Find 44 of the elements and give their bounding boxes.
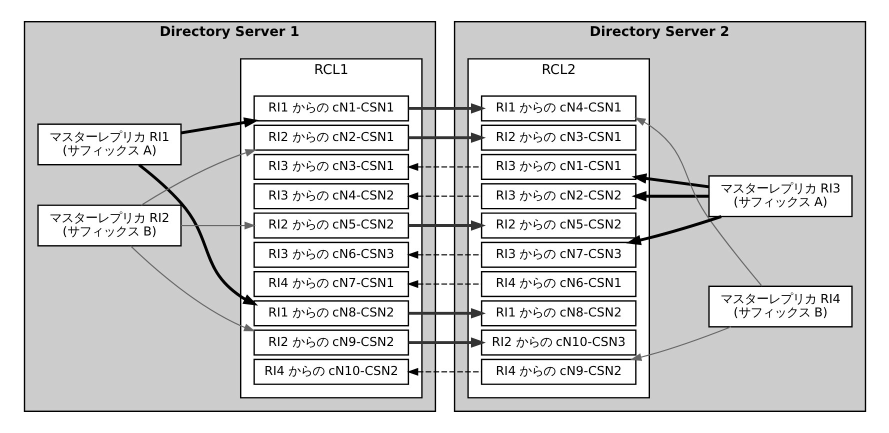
arrow (408, 308, 486, 319)
arrow (406, 192, 481, 200)
node-box: RI2 からの cN3-CSN1 (480, 124, 636, 151)
arrow (180, 222, 256, 230)
arrow (626, 215, 722, 246)
arrow (130, 246, 255, 332)
node-box: RI3 からの cN7-CSN3 (480, 242, 636, 268)
node-box: RI1 からの cN4-CSN1 (480, 95, 636, 122)
node-box: RI1 からの cN8-CSN2 (480, 300, 636, 326)
arrow (408, 132, 486, 143)
node-box: RI3 からの cN4-CSN2 (253, 183, 409, 210)
arrow (406, 163, 481, 171)
node-box: マスターレプリカ RI3 (サフィックス A) (708, 175, 852, 218)
arrow (140, 149, 256, 206)
node-box: RI2 からの cN2-CSN1 (253, 124, 409, 151)
arrow (408, 220, 486, 231)
arrow (138, 164, 258, 306)
arrow (406, 280, 481, 288)
node-box: RI2 からの cN10-CSN3 (480, 330, 636, 356)
node-box: RI3 からの cN6-CSN3 (253, 242, 409, 268)
node-box: マスターレプリカ RI4 (サフィックス B) (708, 286, 852, 328)
node-box: RI4 からの cN10-CSN2 (253, 358, 409, 385)
arrow (406, 368, 481, 376)
node-box: マスターレプリカ RI2 (サフィックス B) (36, 204, 182, 246)
node-box: RI1 からの cN1-CSN1 (253, 95, 409, 122)
arrow (406, 250, 481, 259)
node-box: RI3 からの cN3-CSN1 (253, 154, 409, 180)
node-box: マスターレプリカ RI1 (サフィックス A) (36, 124, 182, 166)
node-box: RI2 からの cN9-CSN2 (253, 330, 409, 356)
node-box: RI4 からの cN6-CSN1 (480, 271, 636, 298)
arrow (408, 103, 486, 114)
arrow (408, 337, 486, 348)
node-box: RI3 からの cN2-CSN2 (480, 183, 636, 210)
arrow (631, 191, 708, 202)
node-box: RI1 からの cN8-CSN2 (253, 300, 409, 326)
arrow (631, 173, 709, 188)
node-box: RI2 からの cN5-CSN2 (480, 212, 636, 239)
node-box: RI2 からの cN5-CSN2 (253, 212, 409, 239)
arrow (634, 117, 762, 286)
arrow (180, 117, 258, 134)
node-box: RI4 からの cN9-CSN2 (480, 358, 636, 385)
arrow (630, 326, 731, 361)
node-box: RI3 からの cN1-CSN1 (480, 154, 636, 180)
node-box: RI4 からの cN7-CSN1 (253, 271, 409, 298)
